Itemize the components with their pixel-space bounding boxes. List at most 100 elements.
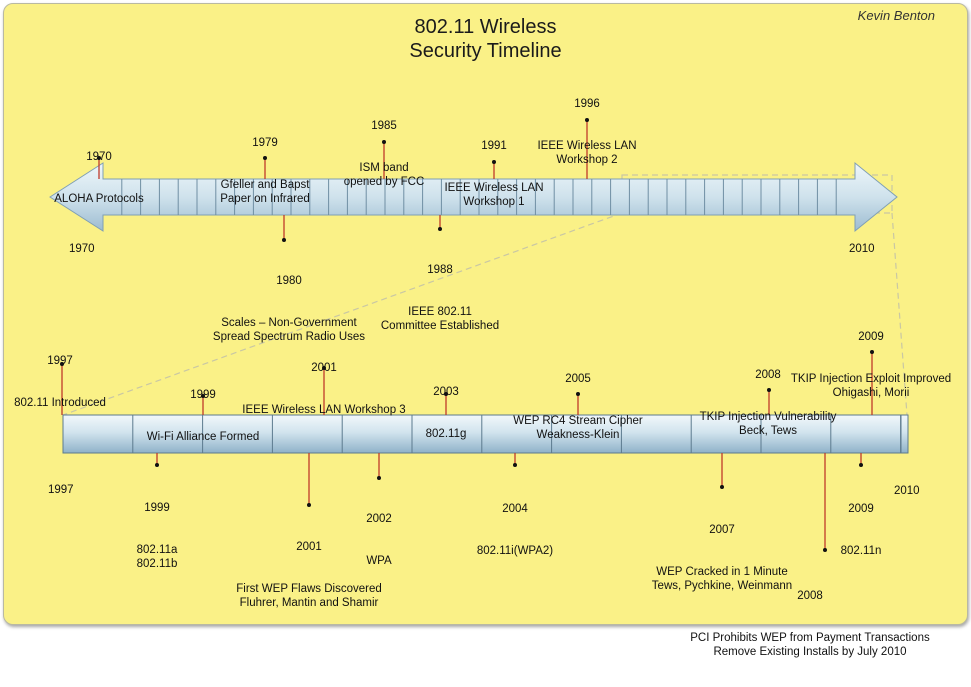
diagram-title-line1: 802.11 Wireless (414, 16, 557, 38)
marker-top-1979 (263, 156, 267, 179)
event-top-1980: 1980 Scales – Non-Government Spread Spec… (213, 246, 365, 372)
event-text: WPA (366, 555, 392, 567)
event-year: 2004 (502, 503, 528, 515)
top-timeline-bar (49, 161, 898, 233)
top-timeline-segments (121, 179, 837, 215)
event-year: 1999 (144, 502, 170, 514)
event-year: 1979 (252, 137, 278, 149)
marker-bottom-2009-above (870, 350, 874, 415)
timeline-canvas: 802.11 Wireless Security Timeline Kevin … (3, 3, 968, 658)
marker-bottom-2005 (576, 392, 580, 415)
event-year: 1999 (190, 389, 216, 401)
event-year: 2005 (565, 373, 591, 385)
event-text: ALOHA Protocols (54, 193, 144, 205)
marker-top-1988 (438, 215, 442, 231)
event-text: WEP RC4 Stream Cipher Weakness-Klein (513, 415, 643, 441)
event-text: 802.11 Introduced (14, 397, 106, 409)
marker-bottom-2009-below (859, 453, 863, 467)
marker-top-1996 (585, 118, 589, 179)
bottom-start-year: 1997 (48, 484, 74, 496)
event-bottom-2008-below: 2008 PCI Prohibits WEP from Payment Tran… (690, 561, 929, 687)
event-text: WEP Cracked in 1 Minute Tews, Pychkine, … (651, 566, 793, 592)
event-text: 802.11n (840, 545, 882, 557)
top-arrow-left-head (49, 161, 898, 233)
event-bottom-2008-above: 2008 TKIP Injection Vulnerability Beck, … (700, 340, 837, 466)
event-year: 2008 (797, 590, 823, 602)
event-top-1979: 1979 Gfeller and Bapst Paper on Infrared (220, 108, 310, 234)
event-year: 2001 (296, 541, 322, 553)
marker-bottom-1997 (60, 362, 64, 415)
marker-bottom-2001-above (322, 366, 326, 415)
event-text: IEEE Wireless LAN Workshop 2 (537, 140, 637, 166)
bottom-timeline-bar (62, 414, 909, 454)
event-year: 2007 (709, 524, 735, 536)
zoom-guide-right (891, 212, 908, 416)
event-text: IEEE Wireless LAN Workshop 3 (242, 404, 406, 416)
event-bottom-2004: 2004 802.11i(WPA2) (477, 474, 553, 586)
event-bottom-2003: 2003 802.11g (426, 357, 467, 469)
event-top-1991: 1991 IEEE Wireless LAN Workshop 1 (444, 111, 543, 237)
event-year: 2009 (848, 503, 874, 515)
marker-bottom-1999-above (201, 394, 205, 415)
event-top-1985: 1985 ISM band opened by FCC (344, 91, 425, 217)
bottom-end-year: 2010 (894, 485, 920, 497)
event-text: Wi-Fi Alliance Formed (146, 431, 260, 443)
marker-top-1991 (492, 160, 496, 179)
marker-bottom-2004 (513, 453, 517, 467)
marker-bottom-2001-below (307, 453, 311, 507)
event-year: 1970 (86, 151, 112, 163)
top-start-year: 1970 (69, 243, 95, 255)
event-top-1996: 1996 IEEE Wireless LAN Workshop 2 (537, 69, 636, 195)
timeline-graphics (49, 118, 909, 552)
marker-top-1980 (282, 215, 286, 242)
event-year: 2009 (858, 331, 884, 343)
event-bottom-2005: 2005 WEP RC4 Stream Cipher Weakness-Klei… (513, 344, 643, 470)
event-bottom-2001-above: 2001 IEEE Wireless LAN Workshop 3 (242, 333, 405, 445)
event-year: 2002 (366, 513, 392, 525)
event-bottom-2001-below: 2001 First WEP Flaws Discovered Fluhrer,… (236, 512, 381, 638)
event-bottom-1999-above: 1999 Wi-Fi Alliance Formed (147, 360, 259, 472)
background-panel (3, 3, 968, 625)
event-bottom-2009-above: 2009 TKIP Injection Exploit Improved Ohi… (791, 302, 951, 428)
event-bottom-2002: 2002 WPA (366, 484, 392, 596)
marker-bottom-2002 (377, 453, 381, 480)
event-top-1970: 1970 ALOHA Protocols (54, 122, 143, 234)
event-text: IEEE 802.11 Committee Established (380, 306, 500, 332)
event-text: IEEE Wireless LAN Workshop 1 (444, 182, 544, 208)
event-text: TKIP Injection Exploit Improved Ohigashi… (790, 373, 952, 399)
event-text: First WEP Flaws Discovered Fluhrer, Mant… (236, 583, 382, 609)
event-year: 1980 (276, 275, 302, 287)
event-year: 2001 (311, 362, 337, 374)
event-year: 2008 (755, 369, 781, 381)
marker-bottom-1999-below (155, 453, 159, 467)
marker-bottom-2007 (720, 453, 724, 489)
zoom-guide-left (62, 212, 623, 416)
event-top-1988: 1988 IEEE 802.11 Committee Established (381, 235, 499, 361)
event-text: TKIP Injection Vulnerability Beck, Tews (699, 411, 837, 437)
event-bottom-2009-below: 2009 802.11n (841, 474, 882, 586)
bottom-bar (62, 414, 909, 454)
event-text: 802.11g (425, 428, 467, 440)
marker-bottom-2008-above (767, 388, 771, 415)
event-markers (60, 118, 874, 552)
event-year: 1997 (47, 355, 73, 367)
event-bottom-1999-below: 1999 802.11a 802.11b (137, 473, 178, 599)
event-text: ISM band opened by FCC (343, 162, 425, 188)
event-bottom-2007: 2007 WEP Cracked in 1 Minute Tews, Pychk… (652, 495, 792, 621)
author-name: Kevin Benton (857, 8, 935, 23)
event-year: 1985 (371, 120, 397, 132)
event-year: 1988 (427, 264, 453, 276)
event-text: 802.11a 802.11b (136, 544, 178, 570)
event-bottom-1997: 1997 802.11 Introduced (14, 326, 106, 438)
event-text: Gfeller and Bapst Paper on Infrared (220, 179, 310, 205)
bottom-timeline-segments (132, 415, 902, 453)
diagram-title-line2: Security Timeline (409, 40, 562, 62)
marker-top-1970 (97, 156, 101, 179)
top-end-year: 2010 (849, 243, 875, 255)
event-text: 802.11i(WPA2) (476, 545, 554, 557)
event-year: 1996 (574, 98, 600, 110)
event-year: 1991 (481, 140, 507, 152)
marker-bottom-2003 (444, 392, 448, 415)
event-text: Scales – Non-Government Spread Spectrum … (212, 317, 366, 343)
event-text: PCI Prohibits WEP from Payment Transacti… (690, 632, 930, 658)
